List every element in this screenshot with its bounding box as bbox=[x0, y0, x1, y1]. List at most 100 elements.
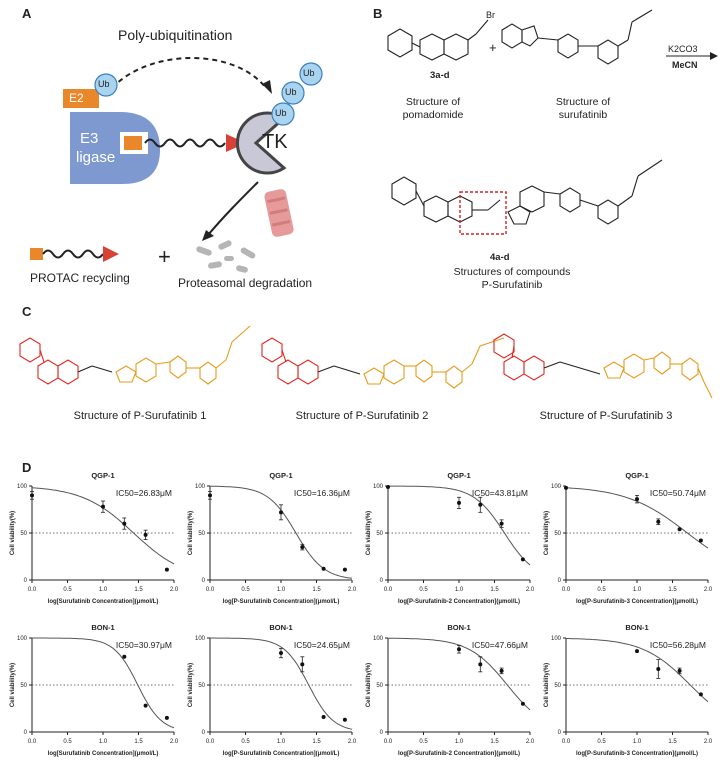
ub-label-e2: Ub bbox=[98, 79, 110, 89]
data-point bbox=[300, 662, 305, 667]
x-tick-label: 2.0 bbox=[170, 587, 179, 593]
recycled-tk-ligand bbox=[103, 246, 119, 262]
product-label: 4a-d bbox=[490, 252, 510, 263]
panel-b-structures bbox=[387, 9, 718, 235]
y-tick-label: 0 bbox=[558, 730, 562, 736]
y-tick-label: 50 bbox=[198, 531, 205, 537]
y-tick-label: 50 bbox=[20, 683, 27, 689]
recycled-linker bbox=[42, 249, 104, 259]
data-point bbox=[122, 521, 127, 526]
x-tick-label: 0.5 bbox=[597, 587, 606, 593]
x-axis-label: log[P-Surufatinib-3 Concentration](μmol/… bbox=[576, 751, 698, 757]
x-axis-label: log[P-Surufatinib-2 Concentration](μmol/… bbox=[398, 751, 520, 757]
tk-protein-shape bbox=[235, 111, 287, 175]
x-tick-label: 0.5 bbox=[419, 587, 428, 593]
panel-letter-a: A bbox=[22, 6, 32, 21]
x-tick-label: 0.0 bbox=[206, 587, 215, 593]
panel-letter-d: D bbox=[22, 460, 32, 475]
proteasomal-degradation-label: Proteasomal degradation bbox=[178, 276, 313, 290]
chart-title: QGP-1 bbox=[91, 471, 114, 480]
ic50-label: IC50=56.28μM bbox=[650, 640, 706, 650]
data-point bbox=[656, 519, 661, 524]
x-tick-label: 2.0 bbox=[526, 587, 535, 593]
x-tick-label: 1.0 bbox=[455, 587, 464, 593]
data-point bbox=[164, 567, 169, 572]
y-axis-label: Cell viability(%) bbox=[366, 663, 372, 707]
protac-recycling-label: PROTAC recycling bbox=[30, 271, 130, 285]
proteasome-icon bbox=[264, 189, 294, 237]
x-tick-label: 0.5 bbox=[63, 587, 72, 593]
ic50-label: IC50=47.66μM bbox=[472, 640, 528, 650]
molecule-2 bbox=[261, 337, 505, 389]
panel-letter-b: B bbox=[373, 6, 383, 21]
ub-circle-2 bbox=[281, 81, 305, 105]
x-axis-label: log[P-Surufatinib Concentration](μmol/L) bbox=[223, 599, 340, 605]
dashed-arrow-head-icon bbox=[262, 80, 272, 94]
structure-caption-1: Structure of P-Surufatinib 1 bbox=[73, 410, 207, 422]
y-tick-label: 100 bbox=[373, 484, 384, 490]
x-tick-label: 1.5 bbox=[490, 587, 499, 593]
molecule-3 bbox=[493, 333, 713, 399]
x-tick-label: 0.0 bbox=[28, 587, 37, 593]
data-point bbox=[122, 654, 127, 659]
y-tick-label: 50 bbox=[198, 683, 205, 689]
data-point bbox=[677, 527, 682, 532]
linker-highlight-box bbox=[459, 191, 507, 235]
data-point bbox=[101, 504, 105, 509]
data-point bbox=[635, 649, 639, 654]
y-tick-label: 100 bbox=[195, 484, 206, 490]
x-tick-label: 1.0 bbox=[277, 739, 286, 745]
data-point bbox=[520, 701, 525, 706]
data-point bbox=[635, 497, 639, 502]
x-tick-label: 1.5 bbox=[312, 587, 321, 593]
e3-ligand-orange bbox=[124, 136, 142, 150]
fit-curve bbox=[210, 637, 353, 730]
e2-label: E2 bbox=[69, 91, 84, 105]
degradation-arrow-head-icon bbox=[202, 230, 214, 241]
data-point bbox=[342, 717, 347, 722]
x-tick-label: 0.5 bbox=[597, 739, 606, 745]
y-tick-label: 50 bbox=[554, 531, 561, 537]
panel-c-structures bbox=[19, 325, 713, 399]
chart-title: BON-1 bbox=[625, 623, 648, 632]
y-tick-label: 100 bbox=[551, 636, 562, 642]
fit-curve bbox=[387, 485, 531, 566]
ub-label-2: Ub bbox=[285, 87, 297, 97]
x-tick-label: 1.0 bbox=[455, 739, 464, 745]
data-point bbox=[279, 651, 283, 656]
poly-ubiquitination-title: Poly-ubiquitination bbox=[118, 27, 233, 43]
tk-label: TK bbox=[262, 131, 288, 153]
y-tick-label: 50 bbox=[20, 531, 27, 537]
y-axis-label: Cell viability(%) bbox=[188, 511, 194, 555]
x-tick-label: 0.0 bbox=[28, 739, 37, 745]
y-tick-label: 0 bbox=[380, 730, 384, 736]
x-axis-label: log[P-Surufatinib Concentration](μmol/L) bbox=[223, 751, 340, 757]
x-tick-label: 1.0 bbox=[99, 739, 108, 745]
y-tick-label: 0 bbox=[24, 578, 28, 584]
x-axis-label: log[P-Surufatinib-2 Concentration](μmol/… bbox=[398, 599, 520, 605]
chart-title: QGP-1 bbox=[447, 471, 470, 480]
x-tick-label: 2.0 bbox=[348, 739, 357, 745]
chart-title: BON-1 bbox=[91, 623, 114, 632]
x-axis-label: log[Surufatinib Concentration](μmol/L) bbox=[48, 599, 159, 605]
fit-curve bbox=[31, 487, 175, 565]
y-axis-label: Cell viability(%) bbox=[366, 511, 372, 555]
x-tick-label: 1.5 bbox=[668, 739, 677, 745]
x-tick-label: 2.0 bbox=[348, 587, 357, 593]
data-point bbox=[30, 493, 34, 498]
x-tick-label: 1.5 bbox=[134, 739, 143, 745]
structure-caption-2: Structure of P-Surufatinib 2 bbox=[295, 410, 429, 422]
reaction-arrow-head-icon bbox=[710, 52, 718, 60]
data-point bbox=[677, 668, 682, 673]
fit-curve bbox=[210, 485, 353, 579]
x-tick-label: 0.0 bbox=[384, 739, 393, 745]
degradation-arrow bbox=[207, 181, 259, 236]
data-point bbox=[457, 500, 461, 505]
x-tick-label: 1.5 bbox=[312, 739, 321, 745]
data-point bbox=[321, 566, 326, 571]
panel-letter-c: C bbox=[22, 304, 32, 319]
x-tick-label: 0.5 bbox=[419, 739, 428, 745]
